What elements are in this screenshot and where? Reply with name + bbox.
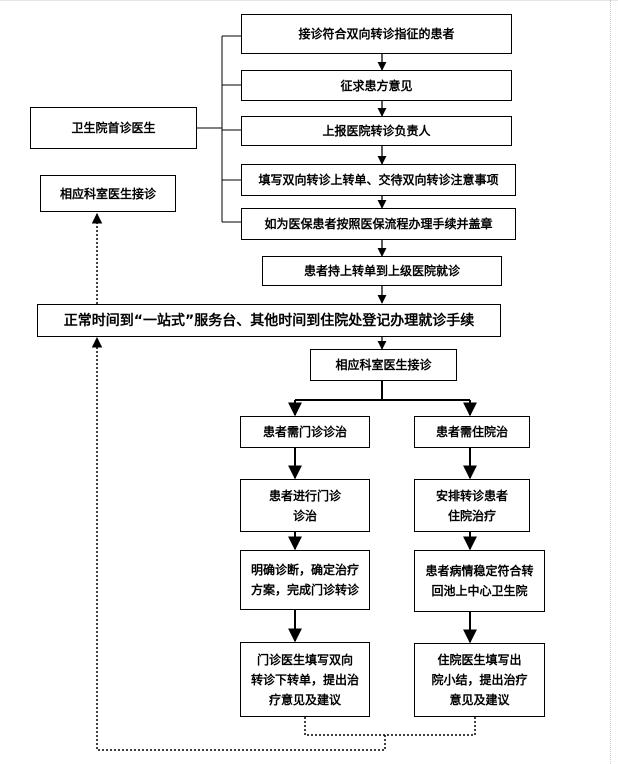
box-outpatient-treatment: 患者进行门诊 诊治 <box>240 479 370 532</box>
box-seek-opinion: 征求患方意见 <box>241 70 512 101</box>
box-discharge-summary: 住院医生填写出 院小结，提出治疗 意见及建议 <box>414 643 545 717</box>
box-department-receive: 相应科室医生接诊 <box>310 349 457 381</box>
box-outpatient-downward-form: 门诊医生填写双向 转诊下转单，提出治 疗意见及建议 <box>240 642 370 717</box>
box-receive-patient: 接诊符合双向转诊指征的患者 <box>241 14 512 54</box>
box-registration: 正常时间到“一站式”服务台、其他时间到住院处登记办理就诊手续 <box>37 304 501 337</box>
box-report-leader: 上报医院转诊负责人 <box>241 116 512 146</box>
top-border <box>0 0 618 1</box>
dotted-return-left <box>91 336 386 751</box>
box-need-inpatient: 患者需住院治 <box>414 416 530 448</box>
box-arrange-admission: 安排转诊患者 住院治疗 <box>414 479 530 532</box>
dotted-return-bottom <box>304 717 476 736</box>
right-dotted-border <box>610 0 611 764</box>
box-fill-upward-form: 填写双向转诊上转单、交待双向转诊注意事项 <box>241 164 516 196</box>
box-left-receive: 相应科室医生接诊 <box>40 175 176 212</box>
box-go-to-hospital: 患者持上转单到上级医院就诊 <box>262 256 502 286</box>
box-first-doctor: 卫生院首诊医生 <box>30 107 197 149</box>
box-diagnosis-plan: 明确诊断，确定治疗 方案，完成门诊转诊 <box>240 550 370 610</box>
box-need-outpatient: 患者需门诊诊治 <box>240 416 370 448</box>
box-insurance-procedure: 如为医保患者按照医保流程办理手续并盖章 <box>241 208 516 240</box>
box-condition-stable: 患者病情稳定符合转 回池上中心卫生院 <box>414 550 545 612</box>
